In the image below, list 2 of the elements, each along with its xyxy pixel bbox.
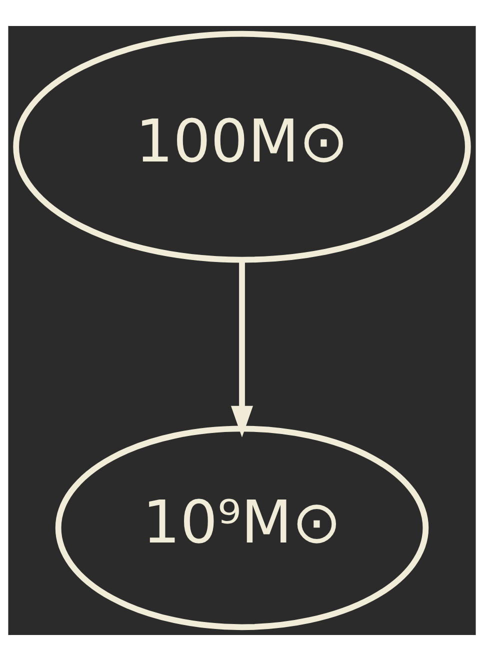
node-ellipse: 10⁹M⊙ <box>55 425 429 630</box>
node-ellipse: 100M⊙ <box>13 30 471 262</box>
